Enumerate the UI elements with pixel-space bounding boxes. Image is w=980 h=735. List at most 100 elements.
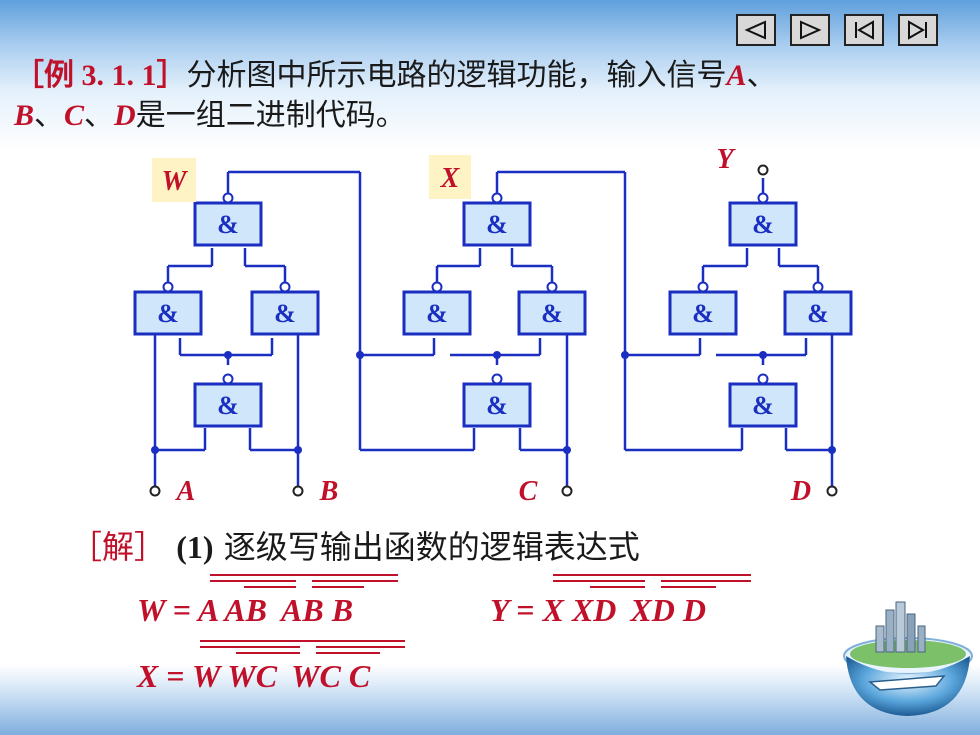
eq-y-overline-t2 xyxy=(661,580,751,582)
gate-x-bottom: & xyxy=(462,382,532,428)
eq-x-lhs: X xyxy=(137,658,159,694)
eq-x-overline-outer xyxy=(200,640,405,642)
w-label-bg xyxy=(152,158,196,202)
bracket-open: ［ xyxy=(70,528,103,566)
prev-slide-button[interactable] xyxy=(736,14,776,46)
logic-circuit-diagram: & & & & & & & & & & & & W X Y A B C D xyxy=(133,144,853,507)
svg-text:&: & xyxy=(752,391,774,420)
eq-w-equals: = xyxy=(172,592,192,628)
first-slide-button[interactable] xyxy=(844,14,884,46)
svg-text:&: & xyxy=(426,299,448,328)
equation-y: Y = X XD XD D xyxy=(490,592,706,629)
gate-w-bottom: & xyxy=(193,382,263,428)
equation-w: W = A AB AB B xyxy=(137,592,353,629)
eq-w-term2b: B xyxy=(331,592,354,628)
eq-y-overline-outer xyxy=(553,574,751,576)
svg-text:&: & xyxy=(752,210,774,239)
svg-text:&: & xyxy=(541,299,563,328)
sep-3: 、 xyxy=(84,98,115,133)
equation-x: X = W WC WC C xyxy=(137,658,370,695)
sep-2: 、 xyxy=(34,98,65,133)
slide-navigation xyxy=(736,14,938,46)
footer-gradient xyxy=(0,665,980,735)
svg-text:&: & xyxy=(157,299,179,328)
last-slide-button[interactable] xyxy=(898,14,938,46)
solution-heading: ［解］ (1) 逐级写输出函数的逻辑表达式 xyxy=(70,522,640,568)
eq-x-equals: = xyxy=(166,658,185,694)
eq-y-term1b: XD xyxy=(571,592,617,628)
terminals xyxy=(149,164,838,497)
example-tag: ［例 3. 1. 1］ xyxy=(14,59,187,92)
var-a: A xyxy=(726,59,747,92)
problem-statement: ［例 3. 1. 1］分析图中所示电路的逻辑功能，输入信号A、 B、C、D是一组… xyxy=(14,56,974,136)
gate-w-top: & xyxy=(193,201,263,247)
skip-to-end-icon xyxy=(908,20,927,40)
eq-y-overline-t1 xyxy=(553,580,645,582)
svg-text:&: & xyxy=(692,299,714,328)
eq-x-overline-t1 xyxy=(200,646,300,648)
svg-text:&: & xyxy=(486,391,508,420)
var-d: D xyxy=(114,99,136,132)
svg-text:&: & xyxy=(217,391,239,420)
eq-w-term1b: AB xyxy=(224,592,267,628)
title-text-2: 是一组二进制代码。 xyxy=(135,98,406,133)
output-label-x: X xyxy=(440,163,461,194)
eq-x-term1a: W xyxy=(192,658,220,694)
title-text-1: 分析图中所示电路的逻辑功能，输入信号 xyxy=(186,58,727,93)
eq-x-term2b: C xyxy=(348,658,371,694)
eq-x-overline-t1b xyxy=(236,652,300,654)
triangle-left-icon xyxy=(744,20,766,40)
eq-y-term2b: D xyxy=(682,592,706,628)
eq-w-overline-outer xyxy=(210,574,398,576)
eq-y-overline-t2a xyxy=(661,586,716,588)
bracket-close: ］ xyxy=(134,528,167,566)
eq-y-lhs: Y xyxy=(490,592,509,628)
gate-y-bottom: & xyxy=(728,382,798,428)
output-label-w: W xyxy=(162,166,189,197)
input-label-b: B xyxy=(319,476,339,507)
eq-w-overline-t2 xyxy=(312,580,398,582)
eq-y-equals: = xyxy=(516,592,535,628)
eq-y-term2a: XD xyxy=(630,592,675,628)
triangle-right-icon xyxy=(800,20,822,40)
inversion-bubbles xyxy=(162,192,824,385)
svg-text:&: & xyxy=(217,210,239,239)
svg-text:&: & xyxy=(486,210,508,239)
eq-y-overline-t1b xyxy=(590,586,645,588)
eq-x-overline-t2 xyxy=(316,646,405,648)
step-text: 逐级写输出函数的逻辑表达式 xyxy=(223,528,640,566)
next-slide-button[interactable] xyxy=(790,14,830,46)
sep-1: 、 xyxy=(746,58,777,93)
gate-y-left: & xyxy=(668,290,738,336)
step-number: (1) xyxy=(176,529,214,565)
svg-text:&: & xyxy=(807,299,829,328)
solution-label: 解 xyxy=(102,528,135,566)
skip-to-start-icon xyxy=(855,20,874,40)
globe-with-buildings-icon xyxy=(843,601,973,716)
var-b: B xyxy=(14,99,35,132)
output-label-y: Y xyxy=(716,144,736,175)
eq-x-term2a: WC xyxy=(291,658,341,694)
gate-y-right: & xyxy=(783,290,853,336)
input-label-a: A xyxy=(175,476,196,507)
gates: & & & & & & & & & & & & xyxy=(133,201,853,428)
x-label-bg xyxy=(429,155,471,199)
gate-w-right: & xyxy=(250,290,320,336)
eq-w-term1a: A xyxy=(197,592,218,628)
gate-x-right: & xyxy=(517,290,587,336)
gate-w-left: & xyxy=(133,290,203,336)
gate-y-top: & xyxy=(728,201,798,247)
gate-x-left: & xyxy=(402,290,472,336)
eq-w-overline-t2a xyxy=(312,586,364,588)
eq-y-term1a: X xyxy=(542,592,564,628)
var-c: C xyxy=(64,99,85,132)
junction-dots xyxy=(151,351,836,454)
gate-x-top: & xyxy=(462,201,532,247)
svg-text:&: & xyxy=(274,299,296,328)
eq-w-overline-t1 xyxy=(210,580,296,582)
eq-x-overline-t2a xyxy=(316,652,380,654)
eq-w-lhs: W xyxy=(137,592,165,628)
input-label-d: D xyxy=(790,476,811,507)
eq-w-term2a: AB xyxy=(281,592,324,628)
input-label-c: C xyxy=(519,476,538,507)
